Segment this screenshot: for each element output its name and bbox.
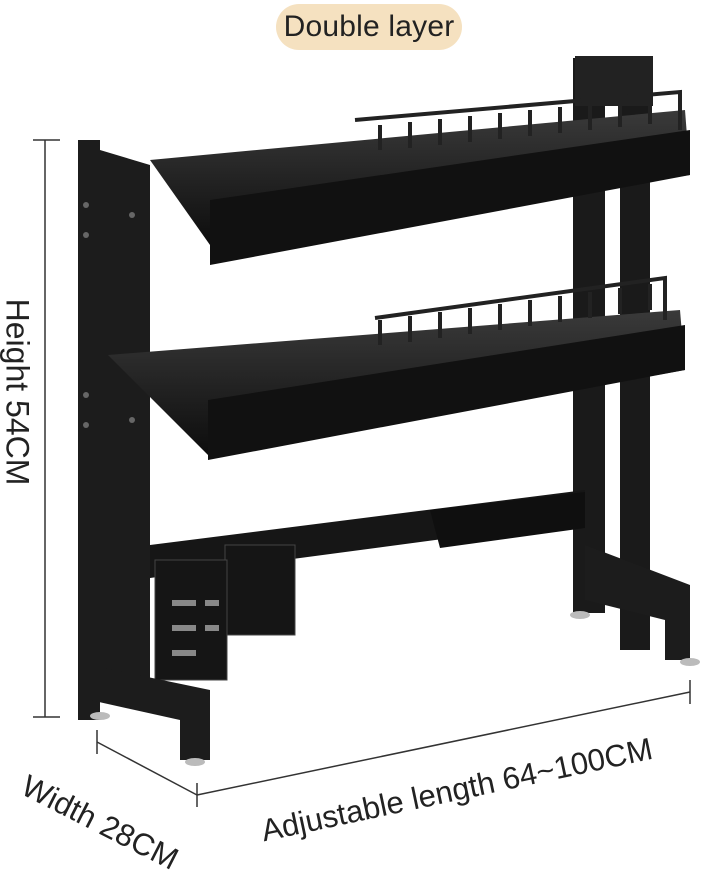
utensil-holder [154,544,296,681]
lower-dish-rack [374,275,667,345]
dish-rack-illustration [33,56,700,807]
rack-front-legs [78,140,690,760]
upper-dish-rack [354,89,682,150]
upper-dish-tray [150,110,690,265]
rack-feet [90,611,700,766]
height-dimension-line [33,139,60,718]
lower-dish-tray [108,310,685,460]
length-dimension-line [196,680,691,796]
product-variant-label: Double layer [276,4,462,50]
